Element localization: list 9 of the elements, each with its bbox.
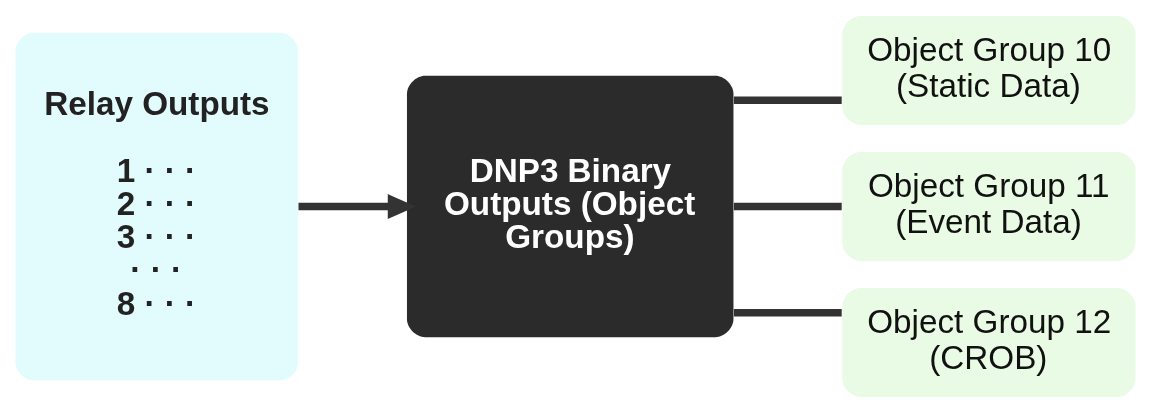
node-box: Object Group 11 (Event Data) [842, 152, 1136, 261]
node-box: Object Group 12 (CROB) [842, 288, 1136, 397]
node-box: Relay Outputs 1 · · · 2 · · · 3 · · · · · · 8 · · · [15, 32, 299, 381]
node-box: Object Group 10 (Static Data) [842, 16, 1136, 125]
connector [733, 308, 842, 317]
arrow [298, 194, 417, 219]
connector [733, 202, 842, 211]
connector [733, 96, 842, 105]
node-box: DNP3 Binary Outputs (Object Groups) [406, 75, 734, 338]
